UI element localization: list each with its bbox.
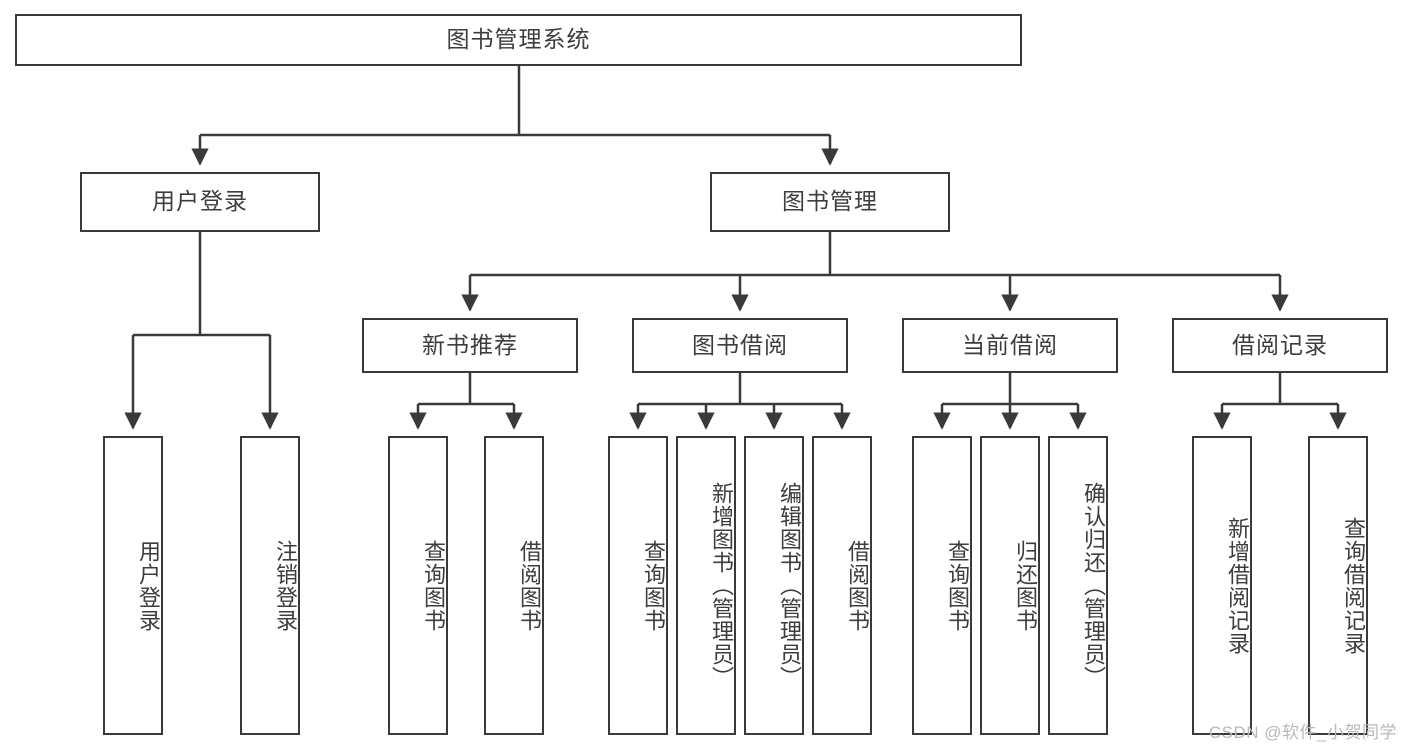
node-new-book-recommend[interactable]: 新书推荐 (362, 318, 578, 373)
node-label: 新增图书（管理员） (709, 482, 734, 689)
leaf-new-book-borrow[interactable]: 借阅图书 (484, 436, 544, 735)
node-book-management[interactable]: 图书管理 (710, 172, 950, 232)
leaf-current-return-book[interactable]: 归还图书 (980, 436, 1040, 735)
leaf-current-confirm-return-admin[interactable]: 确认归还（管理员） (1048, 436, 1108, 735)
node-label: 查询图书 (641, 539, 666, 632)
node-book-borrow[interactable]: 图书借阅 (632, 318, 848, 373)
node-label: 用户登录 (152, 188, 248, 215)
leaf-borrow-add-book-admin[interactable]: 新增图书（管理员） (676, 436, 736, 735)
node-label: 图书管理 (782, 188, 878, 215)
node-label: 确认归还（管理员） (1081, 482, 1106, 689)
node-label: 查询图书 (945, 539, 970, 632)
node-label: 借阅图书 (517, 539, 542, 632)
node-label: 查询借阅记录 (1341, 516, 1366, 655)
node-label: 归还图书 (1013, 539, 1038, 632)
leaf-user-login-logout[interactable]: 注销登录 (240, 436, 300, 735)
node-label: 编辑图书（管理员） (777, 482, 802, 689)
node-label: 注销登录 (273, 539, 298, 632)
csdn-watermark: CSDN @软件_小贺同学 (1208, 723, 1397, 742)
node-label: 当前借阅 (962, 331, 1058, 358)
leaf-new-book-query[interactable]: 查询图书 (388, 436, 448, 735)
node-user-login[interactable]: 用户登录 (80, 172, 320, 232)
leaf-borrow-borrow-book[interactable]: 借阅图书 (812, 436, 872, 735)
node-label: 图书借阅 (692, 331, 788, 358)
node-label: 新增借阅记录 (1225, 516, 1250, 655)
leaf-record-add[interactable]: 新增借阅记录 (1192, 436, 1252, 735)
leaf-user-login-login[interactable]: 用户登录 (103, 436, 163, 735)
leaf-record-query[interactable]: 查询借阅记录 (1308, 436, 1368, 735)
node-label: 新书推荐 (422, 331, 518, 358)
node-label: 借阅图书 (845, 539, 870, 632)
node-label: 用户登录 (136, 539, 161, 632)
leaf-borrow-edit-book-admin[interactable]: 编辑图书（管理员） (744, 436, 804, 735)
node-label: 查询图书 (421, 539, 446, 632)
node-label: 借阅记录 (1232, 331, 1328, 358)
node-borrow-record[interactable]: 借阅记录 (1172, 318, 1388, 373)
leaf-current-query-book[interactable]: 查询图书 (912, 436, 972, 735)
leaf-borrow-query-book[interactable]: 查询图书 (608, 436, 668, 735)
node-current-borrow[interactable]: 当前借阅 (902, 318, 1118, 373)
node-root-system[interactable]: 图书管理系统 (15, 14, 1022, 66)
node-label: 图书管理系统 (446, 26, 591, 53)
